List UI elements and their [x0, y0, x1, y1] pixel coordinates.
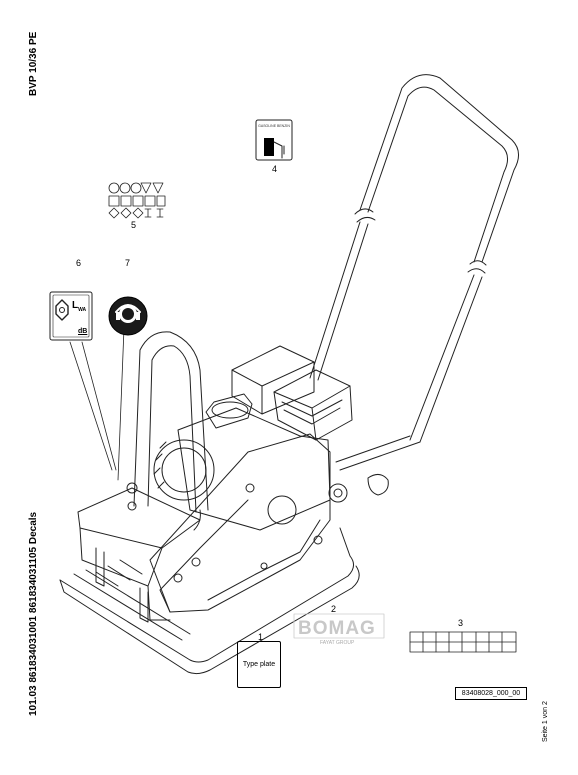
drawing-number: 83408028_000_00 — [455, 687, 527, 700]
type-plate-decal: Type plate — [237, 641, 281, 688]
fuel-label-text: GASOLINE BENZIN — [258, 124, 290, 128]
type-plate-label: Type plate — [242, 661, 276, 668]
noise-label-text: LWA — [72, 300, 86, 313]
brand-decal-outline — [293, 613, 385, 639]
protective-frame — [133, 331, 209, 531]
base-plate — [59, 527, 360, 675]
engine — [153, 345, 353, 531]
noise-unit: dB — [78, 328, 88, 335]
callout-2: 2 — [331, 604, 337, 614]
brand-logo: BOMAG — [298, 618, 376, 639]
fuel-decal — [255, 119, 293, 161]
front-beam — [77, 482, 201, 623]
callout-5: 5 — [131, 220, 137, 230]
noise-subscript: WA — [78, 307, 87, 313]
housing — [149, 433, 331, 613]
handle — [309, 74, 519, 503]
callout-7: 7 — [125, 258, 131, 268]
leader-lines — [69, 327, 125, 481]
grid-decal — [409, 631, 517, 653]
noise-symbol: L — [72, 300, 79, 311]
ear-protection-decal — [108, 296, 148, 336]
noise-level-decal — [49, 291, 93, 341]
callout-6: 6 — [76, 258, 82, 268]
symbol-sheet-decal — [108, 182, 166, 219]
callout-1: 1 — [258, 632, 264, 642]
callout-3: 3 — [458, 618, 464, 628]
callout-4: 4 — [272, 164, 278, 174]
brand-subtext: FAYAT GROUP — [320, 640, 355, 646]
